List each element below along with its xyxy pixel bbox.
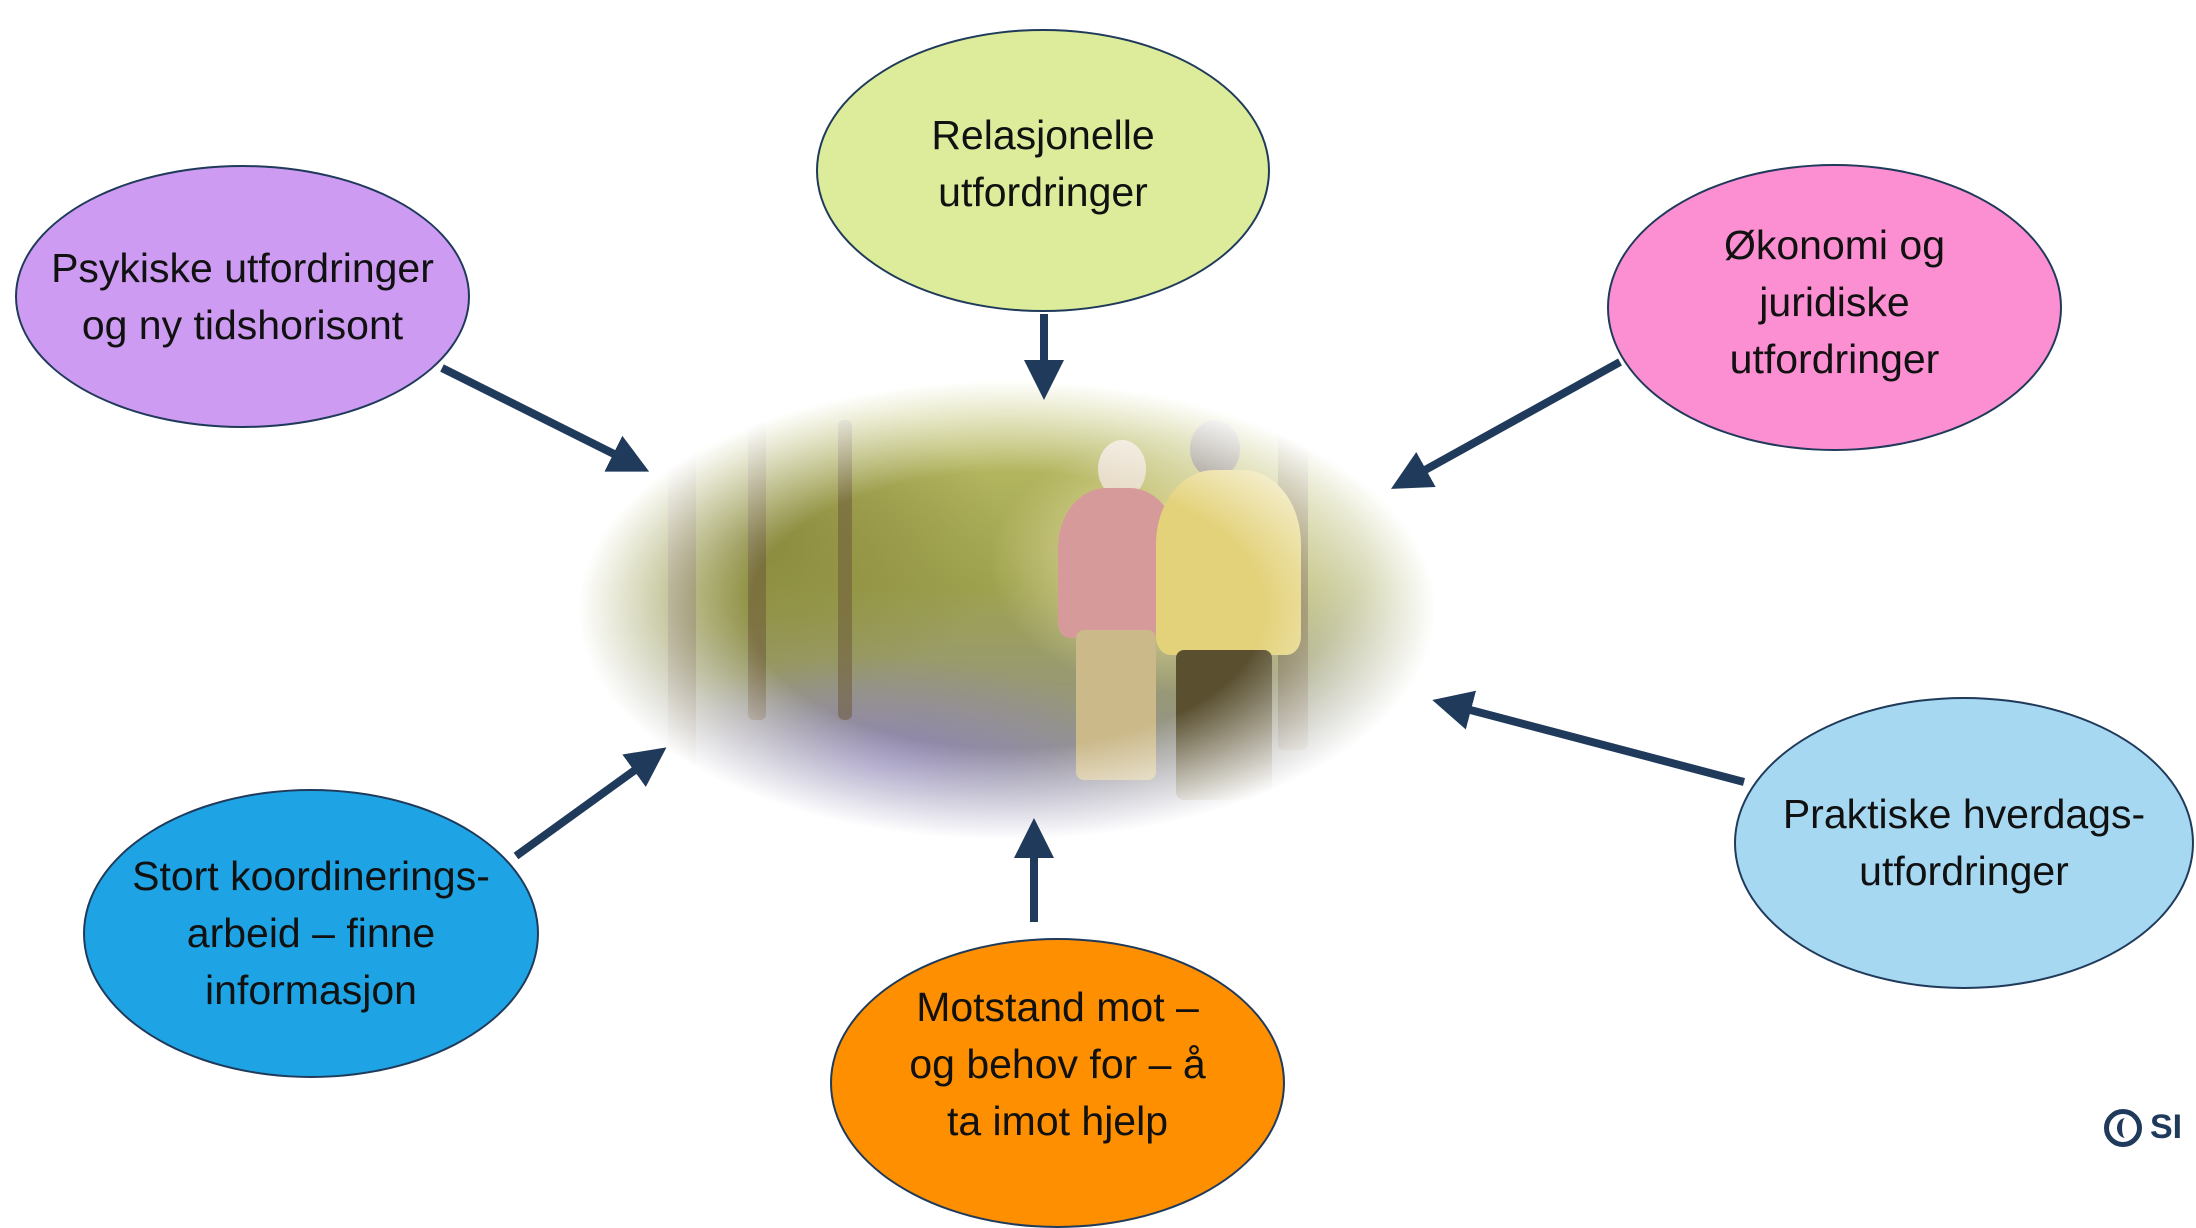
logo: SI [2104,1105,2196,1150]
bubble-relasjonelle-utfordringer: Relasjonelle utfordringer [816,29,1270,312]
bubble-okonomi-label: Økonomi og juridiske utfordringer [1723,222,1946,382]
logo-text: SI [2150,1108,2183,1146]
logo-mark-icon [2104,1108,2142,1147]
arrow-koordinering [513,747,667,860]
bubble-psykiske-utfordringer: Psykiske utfordringer og ny tidshorisont [15,165,470,428]
bubble-praktiske-label: Praktiske hverdags- utfordringer [1782,791,2146,894]
bubble-relasjonelle-label: Relasjonelle utfordringer [931,112,1155,215]
bubble-motstand-hjelp: Motstand mot – og behov for – å ta imot … [830,938,1285,1228]
bubble-psykiske-label: Psykiske utfordringer og ny tidshorisont [51,244,434,348]
center-photo-elderly-couple [578,380,1436,840]
arrow-praktiske [1432,690,1746,786]
bubble-motstand-label: Motstand mot – og behov for – å ta imot … [909,984,1206,1144]
bubble-koordinering-label: Stort koordinerings- arbeid – finne info… [132,853,490,1013]
arrow-psykiske [440,364,650,472]
bubble-okonomi-juridiske: Økonomi og juridiske utfordringer [1607,164,2062,451]
arrow-okonomi [1391,358,1622,489]
bubble-praktiske-hverdagsutfordringer: Praktiske hverdags- utfordringer [1734,697,2194,989]
bubble-koordineringsarbeid: Stort koordinerings- arbeid – finne info… [83,789,539,1078]
